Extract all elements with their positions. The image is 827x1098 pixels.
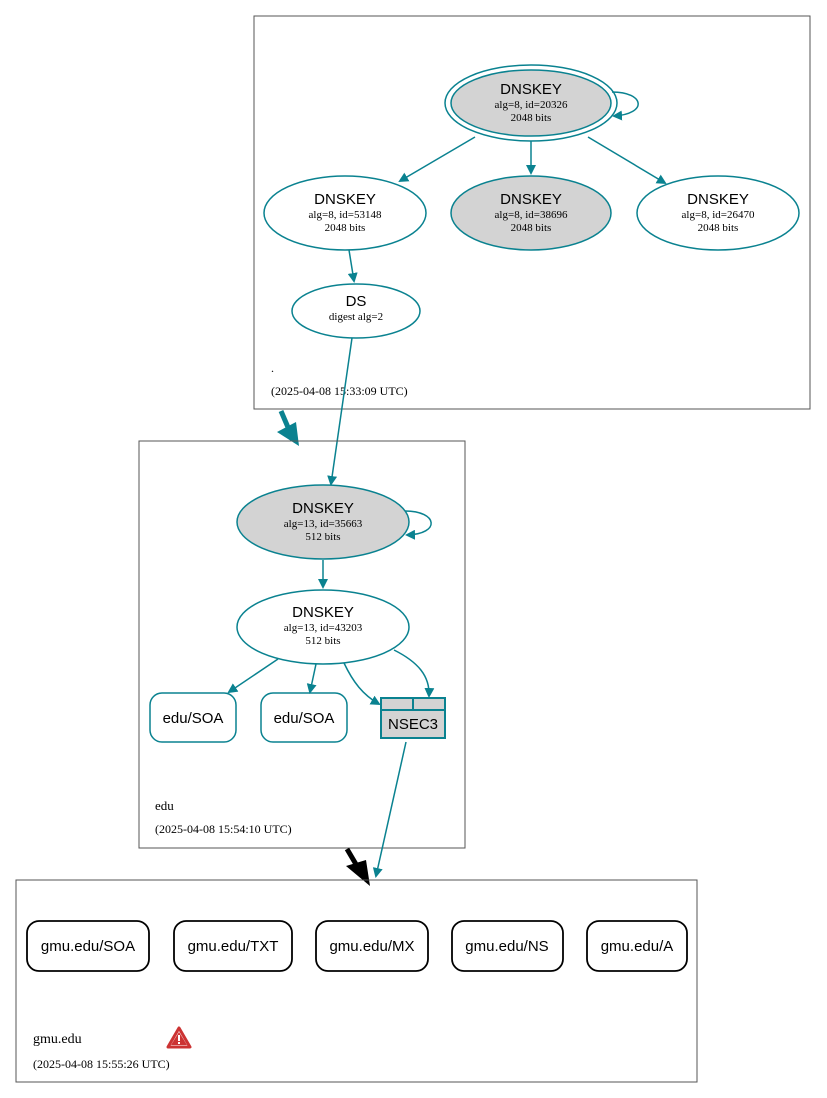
edu-dnskey-ksk[interactable]: DNSKEY alg=13, id=35663 512 bits [236,484,410,560]
gmu-rrset-soa[interactable]: gmu.edu/SOA [26,920,150,972]
edge-ksk-to-53148 [398,136,476,183]
edu-zsk-type: DNSKEY [292,604,354,621]
zone-edu-name: edu [155,798,174,813]
gmu-rrset-txt-label: gmu.edu/TXT [188,938,279,955]
zone-edu-timestamp: (2025-04-08 15:54:10 UTC) [155,822,292,836]
zone-edu-box [138,440,466,849]
edu-ksk-type: DNSKEY [292,500,354,517]
edu-dnskey-zsk[interactable]: DNSKEY alg=13, id=43203 512 bits [236,589,410,665]
zone-edu: DNSKEY alg=13, id=35663 512 bits DNSKEY … [138,440,466,849]
edu-zsk-detail: alg=13, id=43203 [284,622,363,634]
root-zsk2-type: DNSKEY [500,191,562,208]
edu-nsec3-label: NSEC3 [388,716,438,733]
edge-ds-to-edu-ksk [327,337,353,486]
edu-ksk-self-loop [404,510,432,540]
root-ds-detail: digest alg=2 [329,311,383,323]
edge-zsk-to-soa1 [227,658,279,694]
root-zsk2-detail: alg=8, id=38696 [495,209,568,221]
edu-soa-1[interactable]: edu/SOA [149,692,237,743]
root-ds-node[interactable]: DS digest alg=2 [291,283,421,339]
gmu-rrset-ns-label: gmu.edu/NS [465,938,548,955]
gmu-rrset-mx[interactable]: gmu.edu/MX [315,920,429,972]
edu-ksk-bits: 512 bits [305,531,340,543]
gmu-rrset-a-label: gmu.edu/A [601,938,674,955]
delegation-edu-to-gmu [344,847,360,868]
edge-zsk-to-soa2 [306,663,317,694]
zone-root-timestamp: (2025-04-08 15:33:09 UTC) [271,384,408,398]
edge-zsk-to-nsec3-a [343,662,381,705]
root-ksk-self-loop [611,91,639,121]
edge-53148-to-ds [347,249,358,283]
root-ksk-type: DNSKEY [500,81,562,98]
edu-soa-2-label: edu/SOA [274,710,335,727]
gmu-rrset-soa-label: gmu.edu/SOA [41,938,135,955]
zone-gmu-timestamp: (2025-04-08 15:55:26 UTC) [33,1057,170,1071]
root-zsk3-detail: alg=8, id=26470 [682,209,755,221]
gmu-rrset-txt[interactable]: gmu.edu/TXT [173,920,293,972]
edu-nsec3[interactable]: NSEC3 [380,697,446,739]
edge-nsec3-to-gmu [372,741,407,878]
zone-root-name: . [271,361,274,375]
root-zsk3-type: DNSKEY [687,191,749,208]
root-zsk1-type: DNSKEY [314,191,376,208]
delegation-edu-to-gmu-head [346,860,370,886]
root-dnskey-ksk[interactable]: DNSKEY alg=8, id=20326 2048 bits [444,64,618,142]
edu-soa-1-label: edu/SOA [163,710,224,727]
zone-gmu-box [15,879,698,1083]
gmu-rrset-mx-label: gmu.edu/MX [329,938,414,955]
root-dnskey-26470[interactable]: DNSKEY alg=8, id=26470 2048 bits [636,175,800,251]
root-zsk3-bits: 2048 bits [698,222,739,234]
edge-zsk-to-nsec3-b [393,649,435,698]
root-zsk2-bits: 2048 bits [511,222,552,234]
delegation-root-to-edu-head [277,422,299,446]
root-ksk-detail: alg=8, id=20326 [495,99,568,111]
edu-zsk-bits: 512 bits [305,635,340,647]
root-zsk1-detail: alg=8, id=53148 [309,209,382,221]
root-dnskey-38696[interactable]: DNSKEY alg=8, id=38696 2048 bits [450,175,612,251]
root-zsk1-bits: 2048 bits [325,222,366,234]
edge-ksk-to-26470 [587,136,667,185]
edu-ksk-detail: alg=13, id=35663 [284,518,363,530]
gmu-rrset-a[interactable]: gmu.edu/A [586,920,688,972]
root-ksk-bits: 2048 bits [511,112,552,124]
gmu-rrset-ns[interactable]: gmu.edu/NS [451,920,564,972]
zone-root-box [253,15,811,410]
warning-triangle-icon [166,1026,192,1049]
root-ds-type: DS [346,293,367,310]
zone-gmu: gmu.edu/SOA gmu.edu/TXT gmu.edu/MX gmu.e… [15,879,698,1083]
zone-gmu-name: gmu.edu [33,1032,82,1047]
root-dnskey-53148[interactable]: DNSKEY alg=8, id=53148 2048 bits [263,175,427,251]
edu-soa-2[interactable]: edu/SOA [260,692,348,743]
zone-root: DNSKEY alg=8, id=20326 2048 bits DNSKEY … [253,15,811,410]
